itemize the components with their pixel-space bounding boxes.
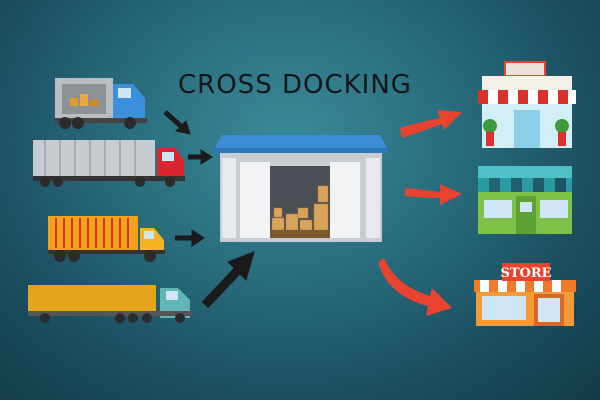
store-red-awning-icon [478, 61, 576, 148]
store-green-icon [478, 166, 572, 234]
outbound-arrows [378, 110, 462, 316]
container-truck-red-icon [33, 140, 185, 187]
warehouse-icon [214, 135, 388, 242]
store-orange-icon [474, 263, 576, 326]
box-truck-icon [55, 78, 147, 129]
container-truck-yellow-icon [48, 216, 165, 262]
store-sign-background [502, 263, 550, 281]
diagram-title: CROSS DOCKING [178, 70, 412, 100]
inbound-arrows [163, 110, 255, 309]
flatbed-truck-teal-icon [28, 285, 192, 323]
store-sign: STORE [500, 266, 551, 281]
